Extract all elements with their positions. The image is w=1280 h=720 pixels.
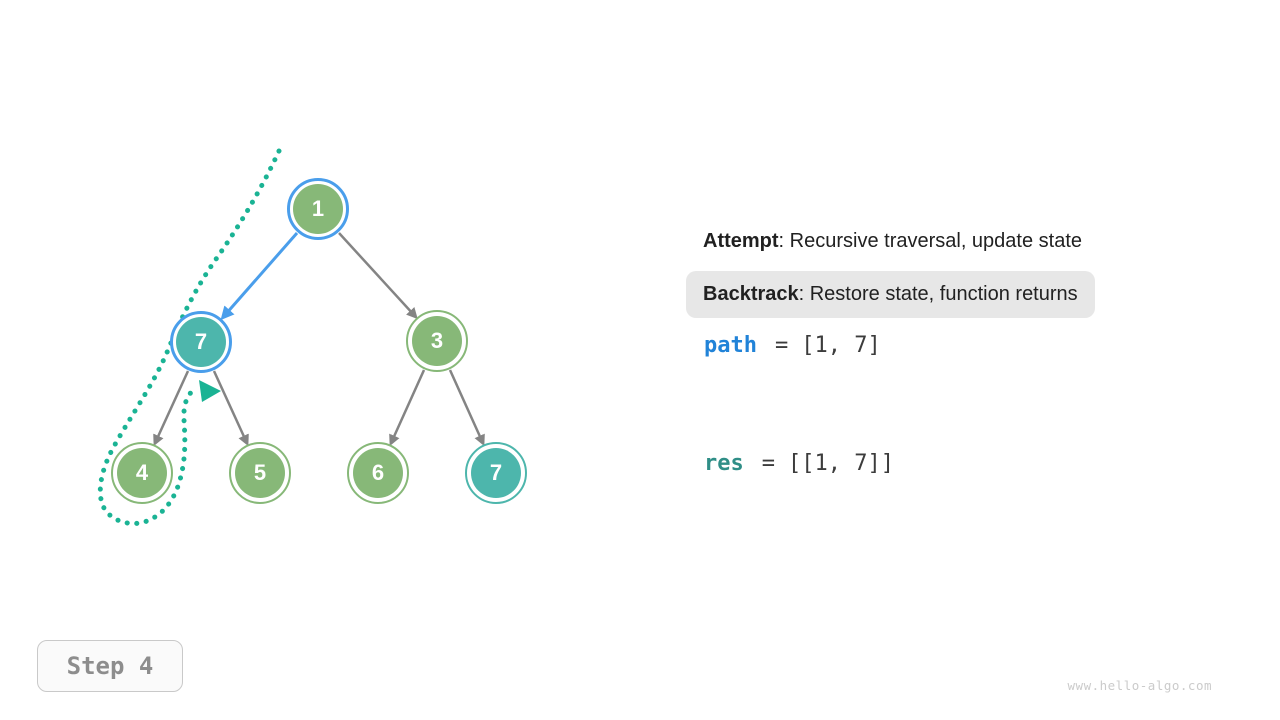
tree-node-7-left-label: 7 [176, 317, 226, 367]
tree-node-6: 6 [347, 442, 409, 504]
attempt-label: Attempt [703, 230, 779, 252]
path-equals: = [774, 333, 789, 358]
watermark: www.hello-algo.com [1067, 678, 1212, 693]
backtrack-label: Backtrack [703, 283, 799, 305]
step-label: Step 4 [66, 652, 154, 680]
res-state-line: res = [[1, 7]] [704, 451, 894, 476]
path-variable: path [704, 333, 757, 358]
tree-node-4-label: 4 [117, 448, 167, 498]
tree-node-1-label: 1 [293, 184, 343, 234]
tree-node-7-right: 7 [465, 442, 527, 504]
edge-7-4 [153, 370, 190, 447]
tree-node-3-label: 3 [412, 316, 462, 366]
tree-node-7-right-label: 7 [471, 448, 521, 498]
attempt-line: Attempt: Recursive traversal, update sta… [703, 230, 1082, 253]
path-state-line: path = [1, 7] [704, 333, 881, 358]
tree-node-4: 4 [111, 442, 173, 504]
tree-node-7-left: 7 [170, 311, 232, 373]
backtrack-text: : Restore state, function returns [798, 283, 1078, 305]
res-value: [[1, 7]] [788, 451, 894, 476]
tree-node-5-label: 5 [235, 448, 285, 498]
tree-node-1: 1 [287, 178, 349, 240]
backtrack-pill: Backtrack: Restore state, function retur… [686, 271, 1095, 318]
tree-node-5: 5 [229, 442, 291, 504]
res-variable: res [704, 451, 744, 476]
step-badge: Step 4 [37, 640, 183, 692]
edge-3-7 [448, 369, 485, 447]
tree-node-6-label: 6 [353, 448, 403, 498]
backtrack-trace-arrowhead [199, 380, 221, 402]
res-equals: = [761, 451, 775, 476]
tree-node-3: 3 [406, 310, 468, 372]
edge-1-7 [220, 232, 299, 321]
attempt-text: : Recursive traversal, update state [778, 230, 1083, 252]
edge-3-6 [389, 369, 426, 447]
edge-7-5 [212, 370, 249, 447]
edge-1-3 [338, 232, 418, 320]
path-value: [1, 7] [801, 333, 881, 358]
